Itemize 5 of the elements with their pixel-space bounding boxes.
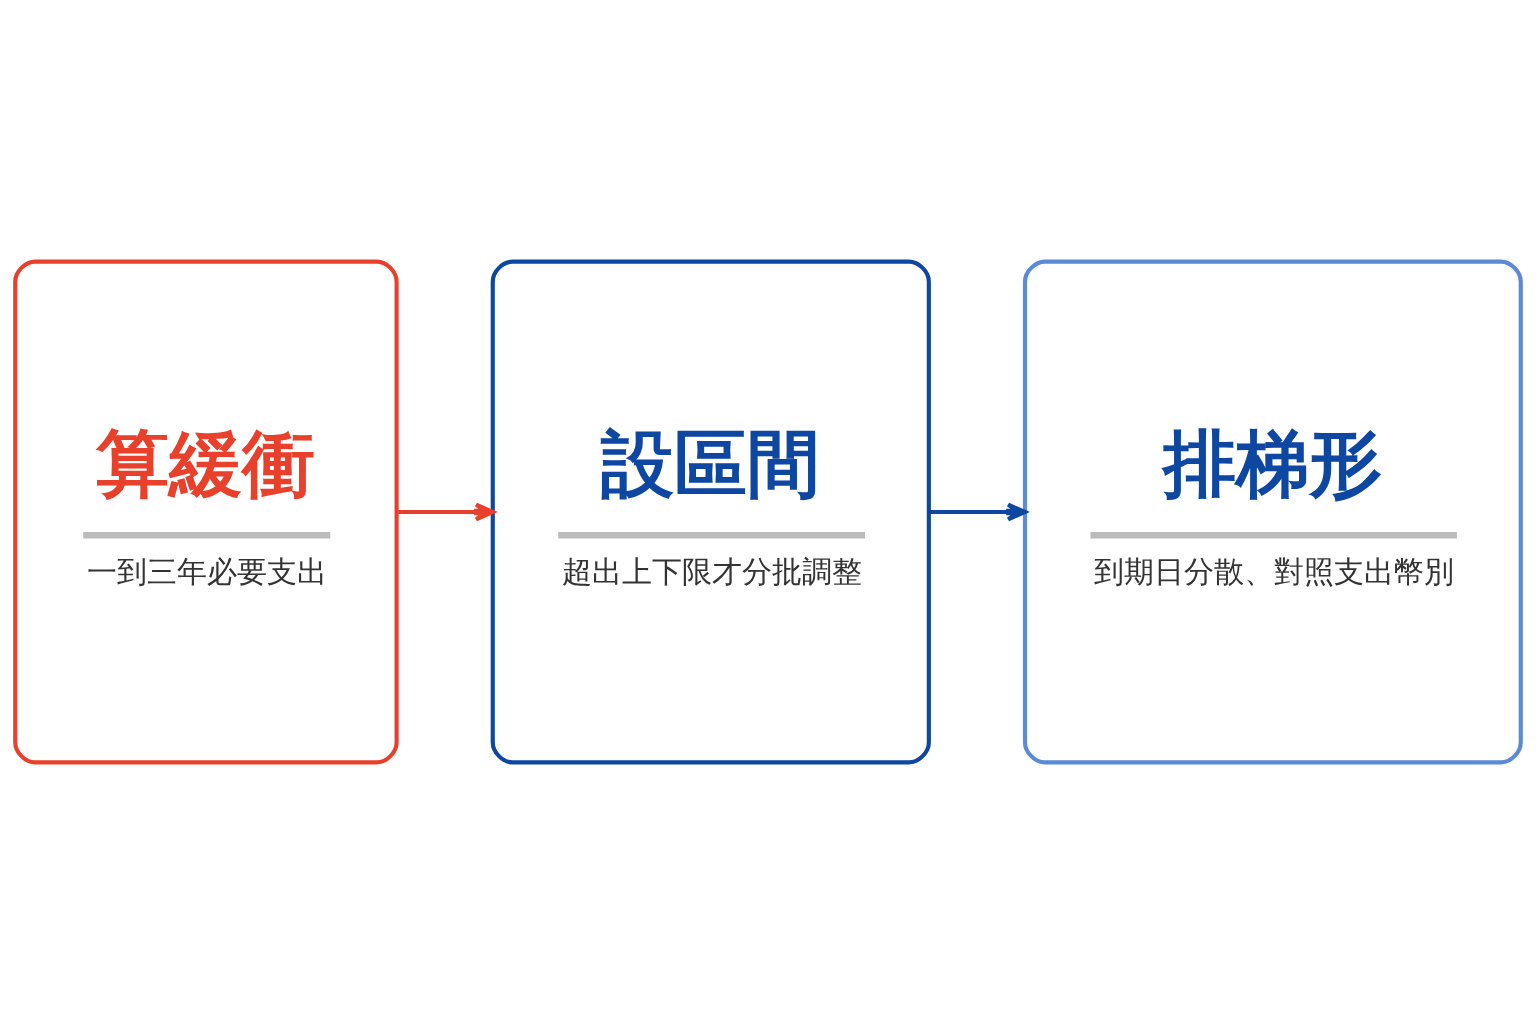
arrow bbox=[397, 502, 495, 522]
node-box: 算緩衝 一到三年必要支出 bbox=[13, 259, 399, 765]
node-box: 設區間 超出上下限才分批調整 bbox=[490, 259, 931, 765]
node-box: 排梯形 到期日分散、對照支出幣別 bbox=[1022, 259, 1523, 765]
arrow bbox=[929, 502, 1027, 522]
